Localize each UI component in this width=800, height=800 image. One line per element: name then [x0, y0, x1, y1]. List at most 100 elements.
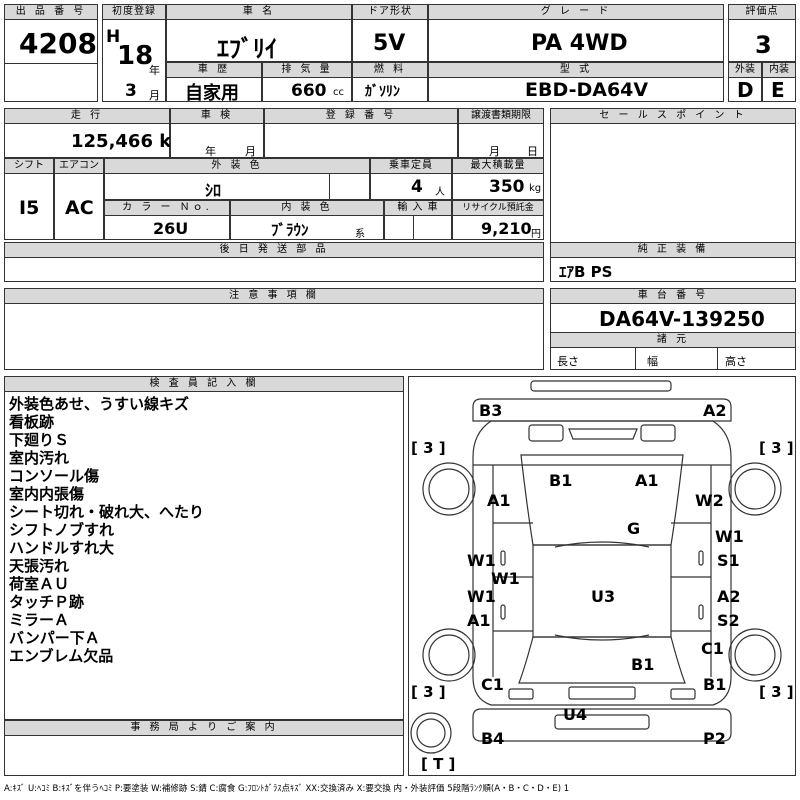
- score-value: 3: [755, 31, 772, 59]
- inspector-note: ミラーＡ: [9, 611, 70, 629]
- lot-no-box: 出 品 番 号 4208: [4, 4, 98, 102]
- later-parts-box: 後 日 発 送 部 品: [4, 242, 544, 282]
- inspector-note: エンブレム欠品: [9, 647, 114, 665]
- interior-header: 内装: [762, 62, 796, 78]
- capacity-unit: 人: [435, 187, 445, 198]
- bracket-tailgate: [ T ]: [421, 755, 456, 773]
- inspection-box: 車 検 年 月: [170, 108, 264, 158]
- length-label: 長さ: [557, 355, 579, 368]
- inspector-note: 外装色あせ、うすい線キズ: [9, 395, 190, 413]
- door-value: 5V: [373, 31, 406, 56]
- month-value: 3: [125, 81, 137, 101]
- aircon-value: AC: [65, 197, 94, 219]
- first-reg-header: 初度登録: [102, 4, 166, 20]
- inspector-note: ハンドルすれ大: [9, 539, 115, 557]
- color-no-box: カ ラ ー Ｎｏ. 26U: [104, 200, 230, 240]
- insp-year-unit: 年: [205, 145, 216, 158]
- damage-P2: P2: [703, 729, 726, 748]
- fuel-box: 燃 料 ｶﾞｿﾘﾝ: [352, 62, 428, 102]
- score-header: 評価点: [728, 4, 796, 20]
- transfer-header: 譲渡書類期限: [458, 108, 544, 124]
- year-unit: 年: [149, 64, 160, 77]
- capacity-value: 4: [411, 177, 423, 197]
- history-value: 自家用: [185, 83, 239, 104]
- mileage-box: 走 行 125,466 km: [4, 108, 190, 158]
- office-header: 事 務 局 よ り ご 案 内: [4, 720, 404, 736]
- inspector-note: 室内汚れ: [9, 449, 70, 467]
- car-outline: [410, 380, 782, 754]
- inspector-header: 検 査 員 記 入 欄: [4, 376, 404, 392]
- inspector-note: バンパー下Ａ: [9, 629, 100, 647]
- shift-value: I5: [19, 197, 40, 219]
- history-box: 車 歴 自家用: [166, 62, 262, 104]
- recycle-box: リサイクル預託金 9,210 円: [452, 200, 544, 240]
- insp-month-unit: 月: [245, 145, 256, 158]
- damage-B1-left: B1: [549, 471, 573, 490]
- import-box: 輸 入 車: [384, 200, 452, 240]
- chassis-header: 車 台 番 号: [550, 288, 796, 304]
- genuine-box: 純 正 装 備 ｴｱB PS: [550, 242, 796, 282]
- capacity-header: 乗車定員: [370, 158, 452, 174]
- damage-W1-right: W1: [715, 527, 744, 546]
- damage-C1-left: C1: [481, 675, 504, 694]
- import-header: 輸 入 車: [384, 200, 452, 216]
- damage-W1-center: W1: [491, 569, 520, 588]
- caution-box: 注 意 事 項 欄: [4, 288, 544, 370]
- sales-point-box: セ ー ル ス ポ イ ン ト: [550, 108, 796, 258]
- damage-W2: W2: [695, 491, 724, 510]
- year-value: 18: [117, 41, 154, 71]
- int-color-header: 内 装 色: [230, 200, 384, 216]
- exterior-header: 外装: [728, 62, 762, 78]
- lot-no-value: 4208: [19, 27, 97, 60]
- inspector-box: 検 査 員 記 入 欄 外装色あせ、うすい線キズ 看板跡 下廻りＳ 室内汚れ コ…: [4, 376, 404, 720]
- aircon-header: エアコン: [54, 158, 104, 174]
- era-value: H: [106, 27, 121, 47]
- inspector-note: 下廻りＳ: [9, 431, 70, 449]
- inspector-note: 荷室ＡＵ: [9, 575, 70, 593]
- recycle-header: リサイクル預託金: [452, 200, 544, 216]
- reg-no-box: 登 録 番 号: [264, 108, 458, 158]
- max-load-unit: kg: [529, 183, 542, 194]
- inspector-notes: 外装色あせ、うすい線キズ 看板跡 下廻りＳ 室内汚れ コンソール傷 室内内張傷 …: [9, 395, 204, 665]
- inspector-note: タッチＰ跡: [9, 593, 85, 611]
- bracket-bottom-left: [ 3 ]: [411, 683, 446, 701]
- exterior-value: D: [737, 78, 754, 102]
- later-parts-header: 後 日 発 送 部 品: [4, 242, 544, 258]
- damage-G: G: [627, 519, 641, 538]
- max-load-header: 最大積載量: [452, 158, 544, 174]
- transfer-day: 日: [527, 145, 538, 158]
- transfer-box: 譲渡書類期限 月 日: [458, 108, 544, 158]
- color-no-header: カ ラ ー Ｎｏ.: [104, 200, 230, 216]
- grade-box: グ レ ー ド PA 4WD: [428, 4, 724, 62]
- chassis-value: DA64V-139250: [599, 307, 765, 331]
- transfer-month: 月: [489, 145, 500, 158]
- color-no-value: 26U: [153, 219, 189, 238]
- caution-header: 注 意 事 項 欄: [4, 288, 544, 304]
- genuine-value: ｴｱB PS: [559, 263, 613, 281]
- door-box: ドア形状 5V: [352, 4, 428, 62]
- office-box: 事 務 局 よ り ご 案 内: [4, 720, 404, 776]
- bracket-bottom-right: [ 3 ]: [759, 683, 794, 701]
- width-label: 幅: [647, 355, 658, 368]
- capacity-box: 乗車定員 4 人: [370, 158, 452, 200]
- aircon-box: エアコン AC: [54, 158, 104, 240]
- car-name-box: 車 名 ｴﾌﾞﾘｲ: [166, 4, 352, 63]
- damage-B1-right: B1: [703, 675, 727, 694]
- model-header: 型 式: [428, 62, 724, 78]
- damage-S1: S1: [717, 551, 740, 570]
- genuine-header: 純 正 装 備: [550, 242, 796, 258]
- displacement-header: 排 気 量: [262, 62, 352, 78]
- ext-color-value: ｼﾛ: [205, 181, 222, 200]
- inspector-note: 看板跡: [9, 413, 55, 431]
- bracket-top-right: [ 3 ]: [759, 439, 794, 457]
- inspector-note: シート切れ・破れ大、へたり: [9, 503, 205, 521]
- fuel-header: 燃 料: [352, 62, 428, 78]
- shift-header: シフト: [4, 158, 54, 174]
- history-header: 車 歴: [166, 62, 262, 78]
- damage-A1-left-rear: A1: [467, 611, 491, 630]
- max-load-box: 最大積載量 350 kg: [452, 158, 544, 200]
- damage-U4: U4: [563, 705, 588, 724]
- chassis-box: 車 台 番 号 DA64V-139250: [550, 288, 796, 334]
- inspector-note: 室内内張傷: [9, 485, 85, 503]
- car-name-value: ｴﾌﾞﾘｲ: [217, 35, 277, 63]
